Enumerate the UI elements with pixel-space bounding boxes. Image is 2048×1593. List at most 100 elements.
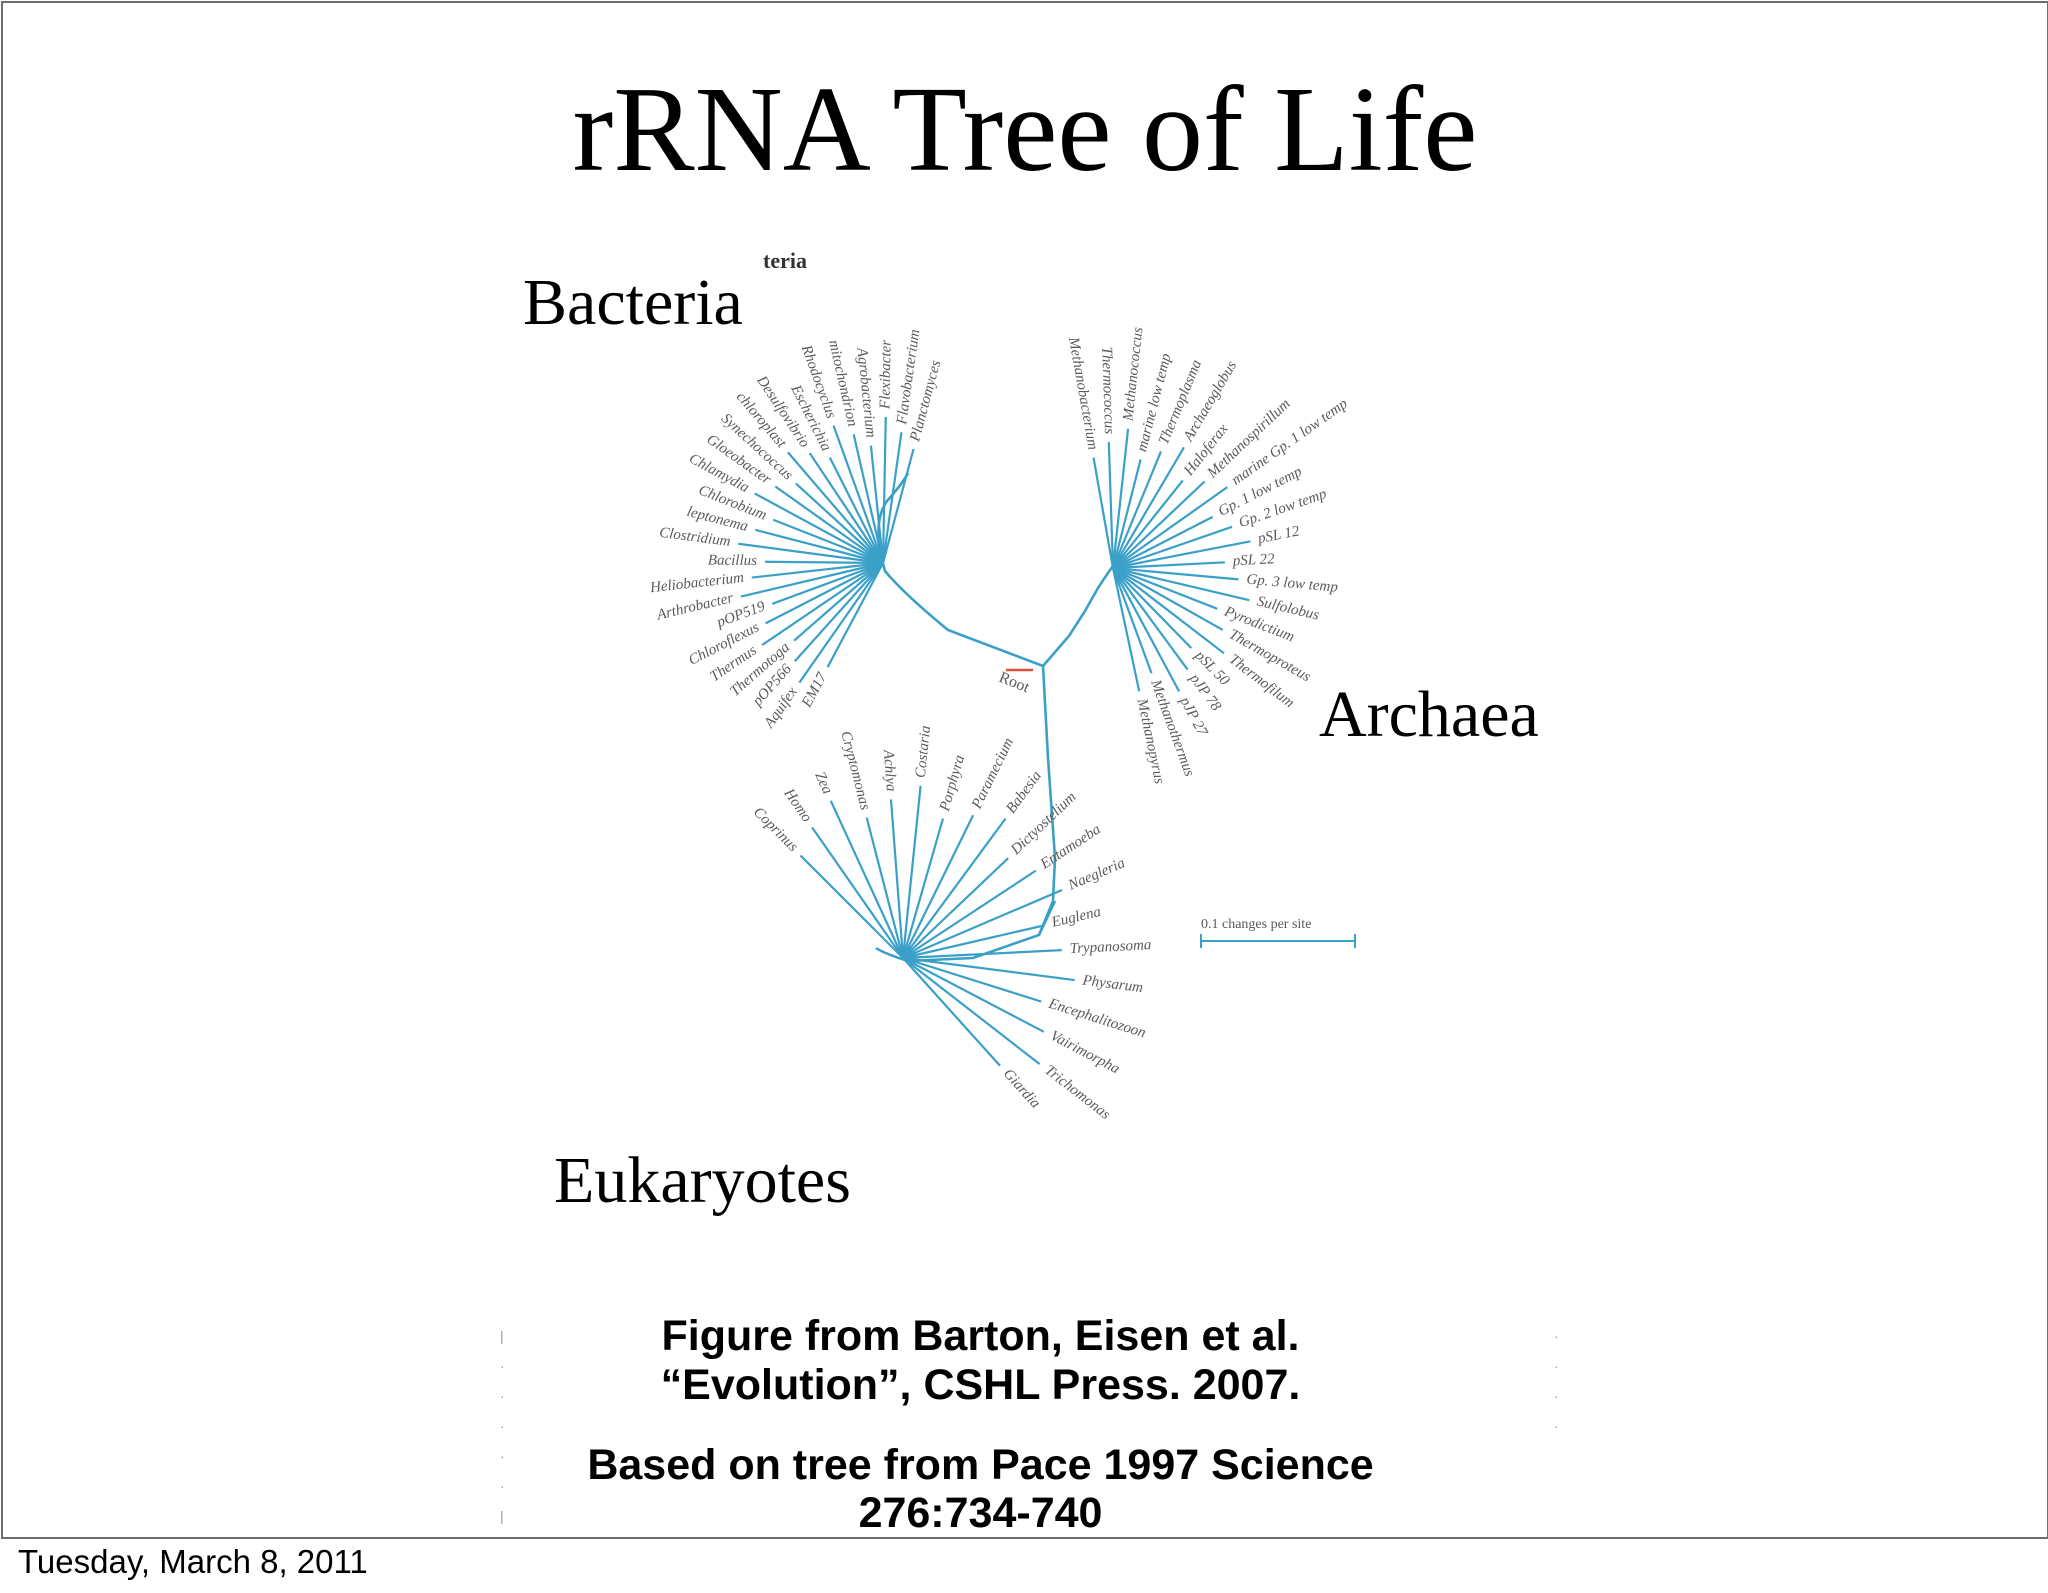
credit-line-2: “Evolution”, CSHL Press. 2007. [660, 1361, 1301, 1409]
bacteria-branch-3 [869, 445, 885, 564]
archaea-leaf-2: Methanococcus [1120, 326, 1146, 422]
bacteria-branch-12 [772, 518, 884, 565]
eukaryotes-leaf-8: Babesia [1003, 768, 1045, 816]
footer-date: Tuesday, March 8, 2011 [18, 1543, 368, 1580]
eukaryotes-leaf-6: Porphyra [937, 753, 969, 814]
domain-label-bacteria: Bacteria [523, 266, 743, 339]
archaea-branch-18 [1112, 567, 1193, 649]
archaea-branch-16 [1112, 567, 1224, 631]
bacteria-branch-7 [808, 452, 884, 564]
eukaryotes-branch-11 [902, 888, 1063, 960]
tree-branch-archaea-stem [1042, 554, 1123, 667]
bacteria-branch-4 [852, 434, 885, 564]
archaea-leaf-11: pSL 12 [1256, 523, 1302, 547]
bacteria-branch-0 [881, 448, 915, 564]
domain-label-eukaryotes: Eukaryotes [554, 1144, 851, 1217]
eukaryotes-branch-10 [902, 869, 1037, 959]
bacteria-branch-11 [754, 492, 884, 564]
eukaryotes-branch-15 [902, 956, 1042, 1003]
eukaryotes-branch-18 [902, 957, 1001, 1067]
eukaryotes-branch-6 [901, 818, 945, 959]
archaea-branch-13 [1112, 566, 1239, 581]
root-label: Root [997, 669, 1033, 697]
eukaryotes-leaf-5: Costaria [913, 725, 934, 779]
credit-line-1: Figure from Barton, Eisen et al. [661, 1312, 1300, 1360]
cropped-text-marks-left: | · · · · · | | [500, 1328, 505, 1524]
bacteria-branch-9 [795, 482, 884, 564]
slide: rRNA Tree of Life Root 0.1 changes per s… [1, 1, 2048, 1539]
archaea-branch-2 [1111, 428, 1130, 569]
slide-title: rRNA Tree of Life [572, 62, 1478, 197]
bacteria-clade: PlanctomycesFlavobacteriumFlexibacterAgr… [648, 328, 944, 732]
eukaryotes-leaf-2: Zea [811, 769, 835, 796]
archaea-branch-19 [1112, 567, 1189, 671]
bacteria-branch-2 [881, 417, 887, 564]
bacteria-branch-20 [761, 562, 884, 646]
tree-branch-bacteria-stem [877, 472, 1044, 668]
archaea-branch-6 [1112, 479, 1184, 569]
archaea-branch-17 [1112, 567, 1225, 655]
bacteria-branch-15 [764, 560, 884, 565]
bacteria-branch-24 [826, 562, 884, 668]
eukaryotes-branch-9 [902, 857, 1009, 959]
eukaryotes-branch-17 [902, 957, 1041, 1065]
archaea-branch-7 [1112, 480, 1206, 569]
archaea-branch-4 [1111, 451, 1162, 569]
eukaryotes-leaf-14: Physarum [1081, 972, 1145, 996]
archaea-branch-14 [1112, 566, 1250, 602]
archaea-branch-10 [1112, 525, 1233, 570]
credit-line-4: 276:734-740 [858, 1489, 1103, 1537]
archaea-branch-11 [1112, 540, 1251, 570]
eukaryotes-leaf-18: Giardia [1000, 1066, 1043, 1112]
archaea-branch-21 [1111, 567, 1153, 674]
eukaryotes-branch-12 [902, 924, 1045, 960]
archaea-leaf-1: Thermococcus [1098, 346, 1117, 434]
archaea-branch-15 [1112, 566, 1218, 610]
bacteria-branch-1 [881, 432, 903, 564]
eukaryotes-branch-13 [902, 949, 1062, 960]
eukaryotes-leaf-12: Euglena [1049, 904, 1102, 931]
phylogenetic-tree: Root 0.1 changes per site teria Planctom… [648, 248, 1356, 1123]
archaea-branch-8 [1112, 486, 1228, 569]
bacteria-branch-5 [832, 425, 885, 564]
bacteria-branch-6 [828, 457, 884, 564]
archaea-branch-0 [1092, 457, 1115, 569]
archaea-branch-3 [1111, 459, 1142, 569]
eukaryotes-branch-8 [902, 817, 1007, 959]
archaea-leaf-0: Methanobacterium [1065, 335, 1101, 451]
archaea-branch-22 [1111, 567, 1141, 692]
bacteria-branch-19 [765, 562, 884, 625]
eukaryotes-branch-14 [902, 956, 1075, 982]
archaea-leaf-12: pSL 22 [1231, 551, 1275, 569]
eukaryotes-branch-2 [829, 800, 904, 959]
bacteria-branch-23 [798, 562, 884, 684]
cropped-text-marks-right: · · · · [1554, 1328, 1559, 1434]
bacteria-branch-16 [751, 561, 884, 579]
eukaryotes-branch-16 [902, 957, 1045, 1033]
bacteria-branch-17 [740, 561, 884, 598]
fragment-label: teria [763, 248, 807, 273]
credit-line-3: Based on tree from Pace 1997 Science [587, 1441, 1374, 1489]
bacteria-branch-10 [774, 485, 884, 564]
eukaryotes-branch-7 [902, 814, 975, 959]
eukaryotes-leaf-4: Achlya [880, 748, 899, 792]
eukaryotes-leaf-11: Naegleria [1065, 855, 1127, 894]
eukaryotes-leaf-13: Trypanosoma [1069, 937, 1151, 957]
eukaryotes-leaf-3: Cryptomonas [837, 729, 873, 811]
bacteria-branch-21 [793, 562, 884, 642]
domain-label-archaea: Archaea [1319, 678, 1539, 751]
bacteria-branch-14 [738, 542, 884, 565]
eukaryotes-branch-0 [799, 854, 904, 959]
bacteria-leaf-15: Bacillus [708, 553, 757, 570]
bacteria-branch-22 [793, 562, 884, 662]
tree-branch-eukaryote-stem [875, 900, 1057, 963]
archaea-branch-12 [1112, 561, 1225, 570]
eukaryotes-branch-4 [889, 799, 905, 959]
eukaryotes-branch-3 [865, 817, 905, 959]
archaea-branch-5 [1112, 446, 1185, 569]
eukaryotes-leaf-1: Homo [780, 785, 815, 825]
bacteria-leaf-2: Flexibacter [877, 340, 894, 411]
archaea-branch-20 [1112, 567, 1181, 692]
eukaryotes-leaf-17: Trichomonas [1041, 1062, 1113, 1123]
eukaryotes-branch-5 [901, 785, 922, 959]
